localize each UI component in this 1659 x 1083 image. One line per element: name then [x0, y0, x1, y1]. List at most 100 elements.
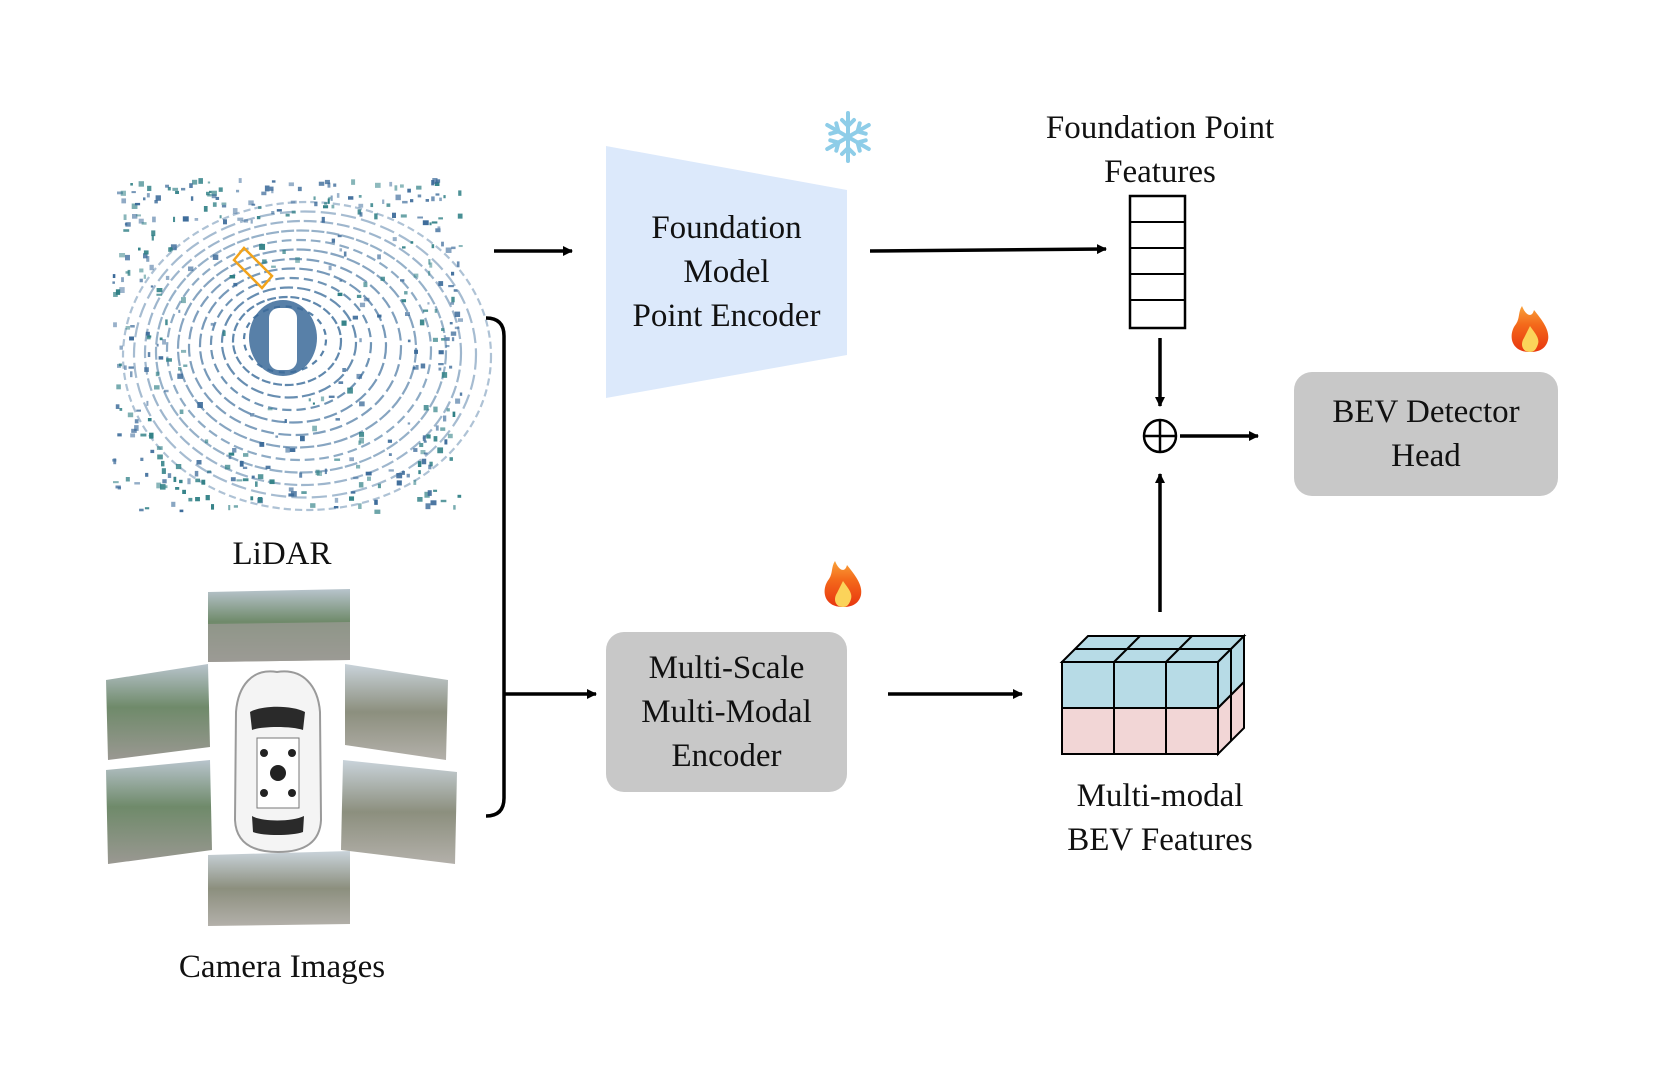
foundation-encoder-line-1: Foundation: [651, 210, 802, 246]
lidar-point: [119, 253, 126, 258]
lidar-point: [156, 446, 163, 450]
lidar-point: [124, 365, 127, 370]
lidar-scan-ring: [198, 267, 388, 424]
lidar-point: [389, 181, 393, 187]
multimodal-encoder-line-1: Multi-Scale: [648, 650, 805, 686]
lidar-point: [192, 179, 198, 185]
lidar-point: [207, 181, 211, 184]
lidar-point: [138, 181, 144, 187]
lidar-point: [130, 433, 136, 438]
lidar-point: [453, 289, 458, 292]
lidar-point: [212, 254, 219, 260]
lidar-point: [407, 188, 411, 193]
lidar-point: [428, 270, 431, 276]
lidar-point: [429, 461, 433, 467]
lidar-point: [432, 337, 438, 342]
lidar-point: [429, 222, 432, 226]
lidar-point: [443, 195, 446, 199]
lidar-point: [152, 216, 156, 223]
lidar-point: [182, 489, 186, 494]
lidar-point: [151, 234, 154, 241]
lidar-point: [228, 505, 231, 511]
lidar-point: [321, 216, 325, 223]
lidar-point: [145, 331, 150, 336]
lidar-point: [449, 365, 453, 369]
lidar-point: [327, 182, 331, 188]
lidar-point: [271, 211, 275, 215]
lidar-point: [388, 453, 392, 456]
lidar-point: [243, 219, 249, 223]
snowflake-icon: [825, 111, 871, 163]
lidar-point: [437, 226, 441, 229]
lidar-point: [134, 482, 140, 485]
lidar-point: [288, 182, 294, 187]
lidar-point: [144, 367, 149, 372]
lidar-point: [285, 447, 290, 453]
lidar-point: [443, 415, 447, 422]
lidar-point: [358, 503, 362, 509]
lidar-point: [162, 479, 167, 484]
multimodal-encoder-label: Multi-Scale Multi-Modal Encoder: [606, 646, 847, 778]
lidar-point: [175, 487, 180, 490]
lidar-point: [330, 195, 333, 201]
lidar-point: [377, 254, 381, 260]
lidar-point: [435, 228, 441, 233]
lidar-point: [349, 496, 355, 501]
lidar-point: [125, 254, 130, 261]
lidar-point: [431, 196, 435, 202]
lidar-point: [207, 471, 212, 474]
camera-front-road: [208, 622, 350, 662]
lidar-point: [250, 219, 253, 224]
lidar-point: [210, 322, 215, 326]
lidar-point: [155, 371, 160, 377]
lidar-point: [426, 434, 431, 439]
lidar-point: [182, 216, 189, 222]
lidar-point: [156, 482, 162, 489]
lidar-point: [190, 196, 194, 201]
lidar-point: [401, 470, 405, 475]
lidar-point: [422, 435, 426, 441]
camera-front-right-view: [345, 664, 448, 760]
lidar-point: [447, 433, 453, 439]
lidar-point: [209, 190, 212, 194]
bev-cube-cell: [1165, 707, 1219, 755]
lidar-point: [161, 468, 166, 474]
lidar-object-box: [232, 246, 274, 290]
lidar-point: [420, 363, 426, 369]
lidar-point: [413, 448, 418, 452]
lidar-point: [356, 464, 361, 469]
lidar-point: [433, 406, 438, 413]
lidar-point: [181, 297, 186, 304]
lidar-point: [427, 490, 432, 496]
lidar-point: [359, 437, 365, 444]
lidar-point: [173, 476, 177, 483]
lidar-point: [421, 458, 427, 465]
lidar-point: [150, 449, 155, 454]
multimodal-encoder-line-3: Encoder: [671, 738, 782, 774]
lidar-point: [414, 349, 418, 354]
lidar-point: [450, 302, 455, 305]
lidar-point: [123, 214, 127, 221]
lidar-point: [262, 259, 267, 264]
lidar-point: [435, 179, 441, 183]
lidar-point: [236, 189, 240, 193]
lidar-point: [359, 338, 362, 343]
lidar-ego-vehicle: [269, 308, 297, 370]
lidar-point: [195, 497, 200, 502]
lidar-point: [440, 427, 446, 431]
lidar-point: [171, 501, 176, 507]
lidar-point: [158, 356, 164, 360]
bev-features-cube: [1059, 633, 1247, 757]
lidar-point: [300, 435, 305, 442]
lidar-point: [154, 385, 160, 390]
lidar-point: [170, 247, 173, 252]
lidar-point: [201, 479, 206, 485]
lidar-point: [295, 257, 300, 263]
lidar-point: [258, 497, 263, 503]
lidar-point: [115, 485, 121, 489]
bev-cube-cell: [1061, 707, 1115, 755]
lidar-point: [259, 442, 265, 447]
lidar-point: [448, 285, 454, 288]
lidar-point: [428, 464, 432, 470]
lidar-point: [438, 363, 444, 366]
